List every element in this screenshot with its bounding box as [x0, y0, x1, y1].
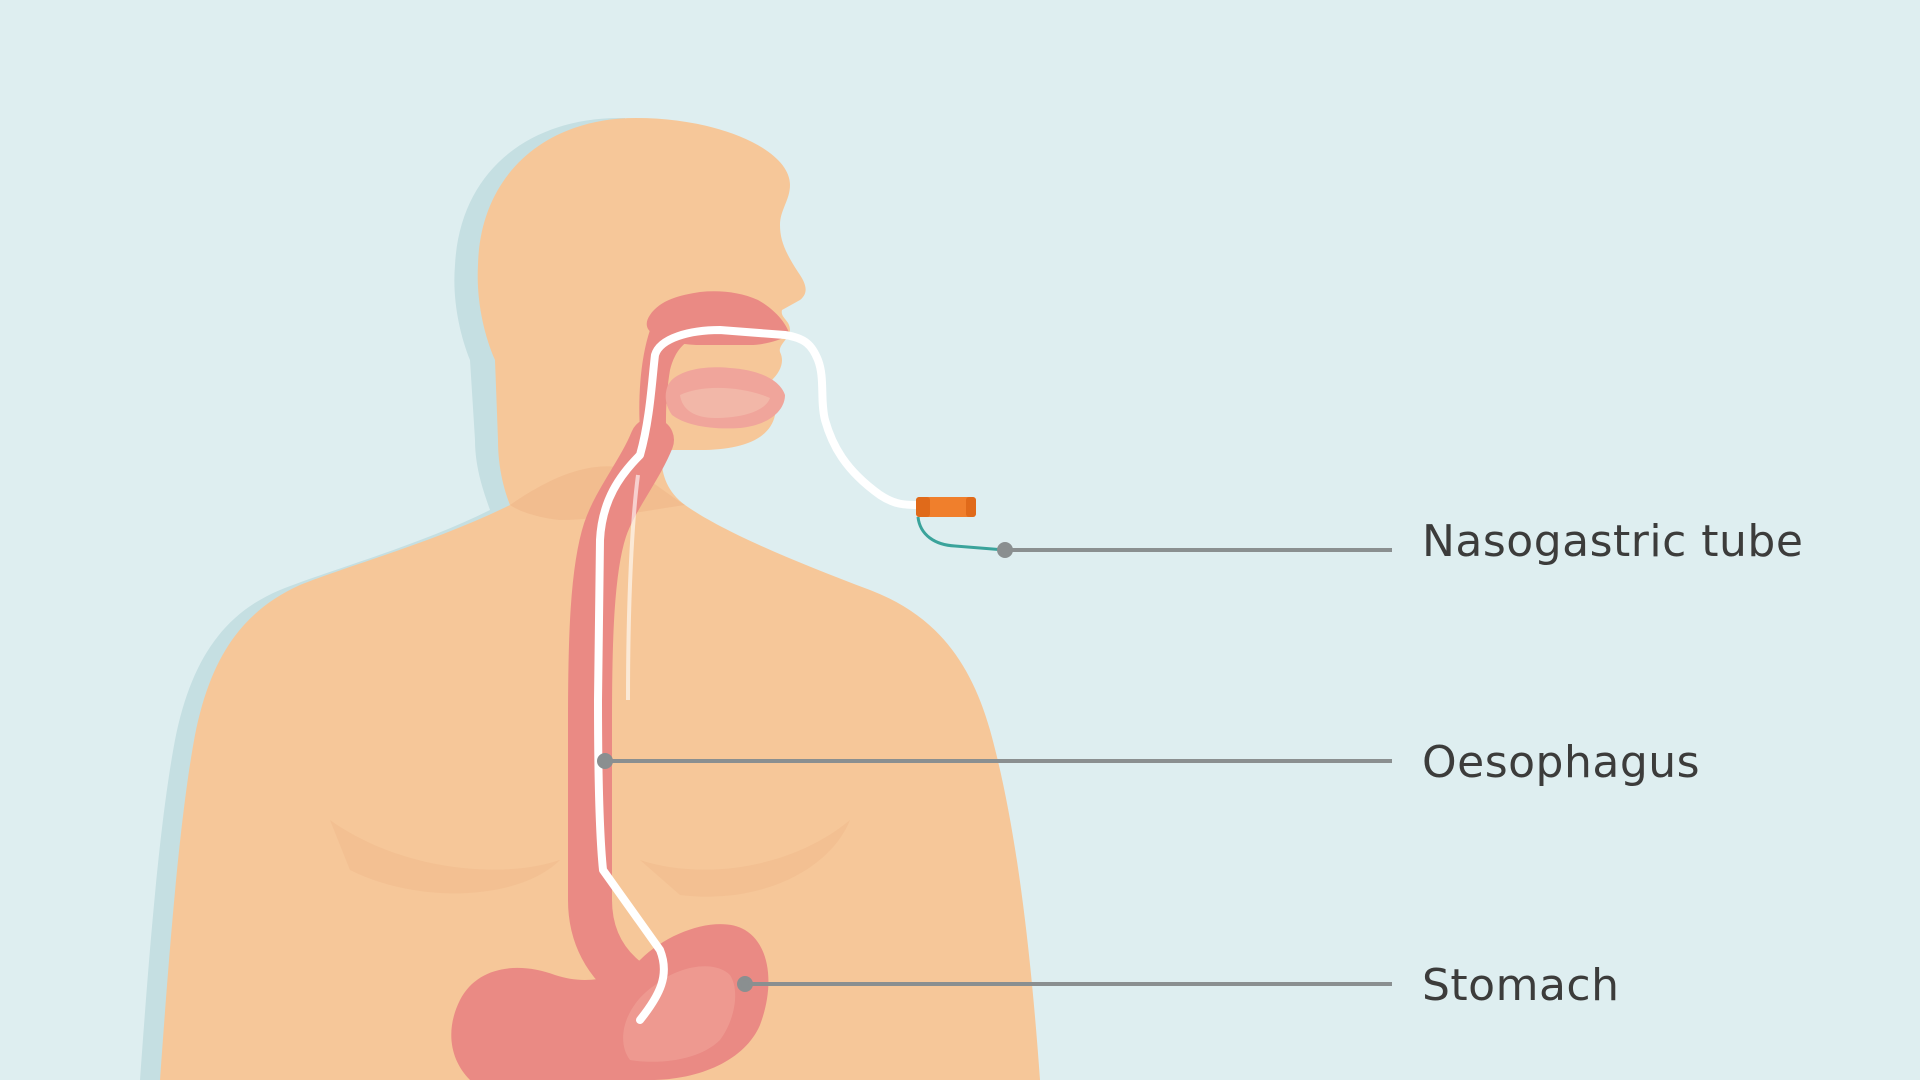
label-nasogastric-tube: Nasogastric tube: [1422, 516, 1804, 567]
tube-connector-icon: [916, 497, 1006, 552]
leader-dot-stomach: [737, 976, 753, 992]
oesophagus-tract: [568, 418, 674, 1007]
leader-lines: [597, 542, 1392, 992]
chest-shade-left: [330, 820, 560, 894]
label-oesophagus: Oesophagus: [1422, 737, 1701, 788]
chest-shade-right: [640, 820, 850, 897]
stomach-inner: [623, 966, 736, 1062]
tube-highlight: [626, 474, 640, 701]
leader-dot-nasogastric: [997, 542, 1013, 558]
leader-dot-oesophagus: [597, 753, 613, 769]
nasogastric-tube-line: [594, 326, 924, 1024]
label-stomach: Stomach: [1422, 960, 1620, 1011]
tongue: [680, 387, 770, 418]
